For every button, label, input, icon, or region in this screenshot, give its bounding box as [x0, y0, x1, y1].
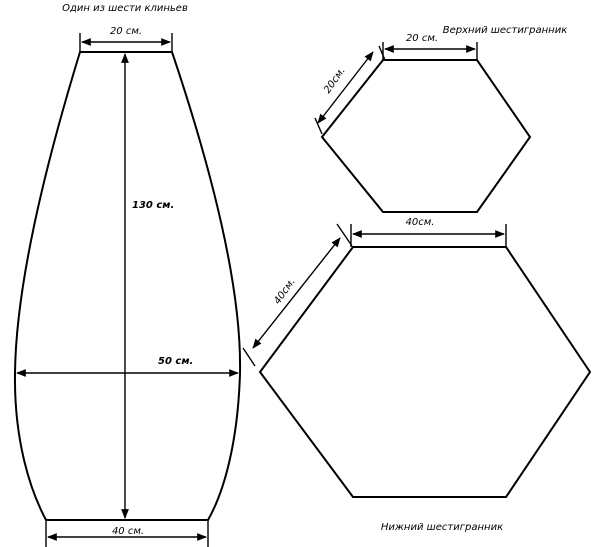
dim-tick — [336, 223, 353, 247]
lower-slant-dimension — [252, 237, 341, 349]
lower-slant-label: 40см. — [272, 277, 298, 307]
lower-hexagon: 40см. 40см. Нижний шестигранник — [242, 217, 592, 533]
upper-top-label: 20 см. — [406, 33, 438, 44]
dim-tick — [378, 45, 386, 61]
wedge-title: Один из шести клиньев — [62, 3, 188, 14]
dim-tick — [242, 347, 256, 367]
wedge-panel: Один из шести клиньев 20 см. 130 см. 50 … — [13, 3, 242, 547]
wedge-bottom-width-label: 40 см. — [112, 526, 144, 537]
wedge-top-width-label: 20 см. — [110, 26, 142, 37]
upper-slant-label: 20см. — [322, 66, 348, 96]
lower-top-label: 40см. — [406, 217, 435, 228]
upper-hexagon: 20 см. 20см. Верхний шестигранник — [314, 25, 567, 213]
upper-slant-dimension — [317, 51, 374, 124]
wedge-max-width-label: 50 см. — [158, 356, 193, 367]
lower-hexagon-title: Нижний шестигранник — [381, 522, 503, 533]
wedge-height-label: 130 см. — [132, 200, 174, 211]
wedge-outline — [13, 51, 242, 521]
upper-hexagon-outline — [320, 59, 532, 213]
upper-hexagon-title: Верхний шестигранник — [443, 25, 567, 36]
dim-tick — [314, 117, 323, 135]
lower-hexagon-outline — [258, 246, 592, 498]
